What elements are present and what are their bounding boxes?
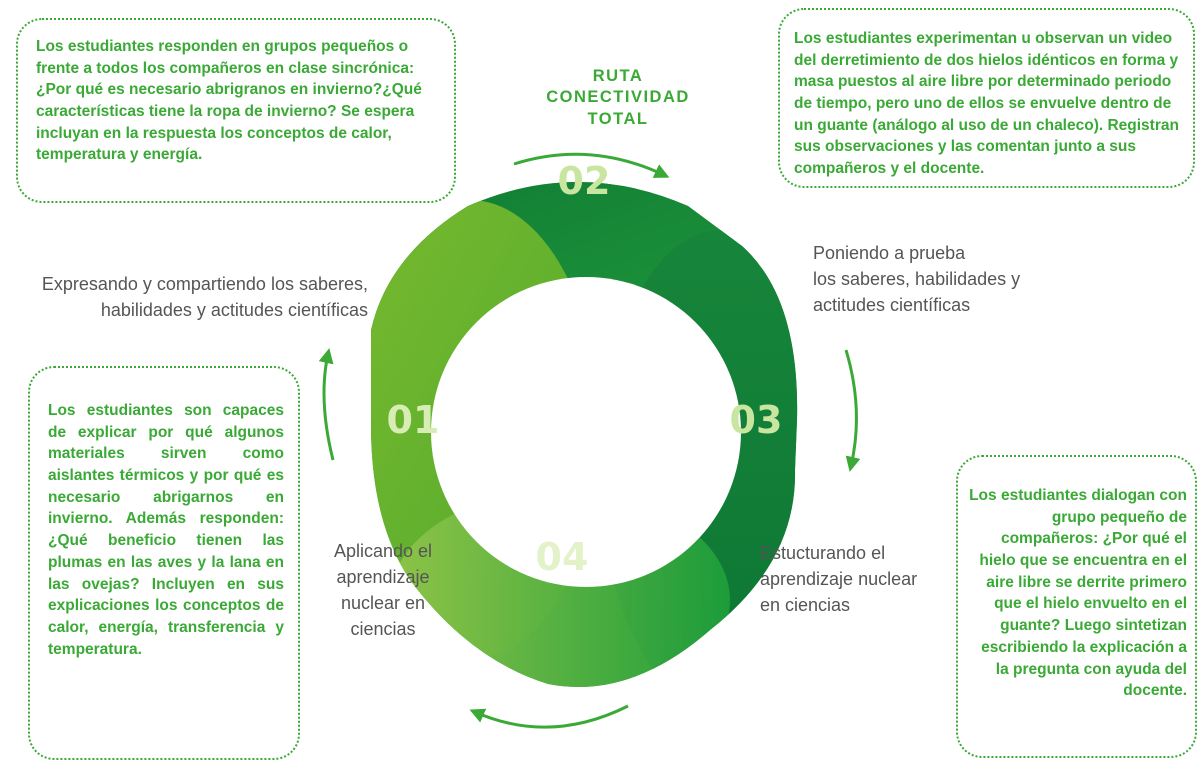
activity-box-bottom-right: Los estudiantes dialogan con grupo peque… [956, 455, 1197, 758]
stage-caption-02-line-3: actitudes científicas [813, 295, 971, 316]
center-circle [431, 277, 741, 587]
stage-caption-03-line-2: aprendizaje nuclear [760, 569, 918, 590]
activity-box-top-right: Los estudiantes experimentan u observan … [778, 8, 1195, 188]
arrow-top [513, 152, 670, 178]
stage-caption-01-line-2: habilidades y actitudes científicas [100, 300, 368, 321]
activity-text-bottom-left: Los estudiantes son capaces de explicar … [48, 402, 284, 658]
stage-caption-04-line-1: Aplicando el [333, 541, 433, 561]
stage-number-01: 01 [387, 398, 440, 442]
stage-caption-03-line-1: Estucturando el [760, 543, 886, 563]
stage-caption-01: Expresando y compartiendo los saberes, h… [8, 271, 368, 323]
activity-box-top-left: Los estudiantes responden en grupos pequ… [16, 18, 456, 203]
stage-caption-03-line-3: en ciencias [760, 595, 851, 616]
stage-number-02: 02 [558, 159, 611, 203]
route-title: RUTA CONECTIVIDAD TOTAL [528, 66, 708, 130]
stage-caption-02-line-1: Poniendo a prueba [813, 243, 966, 263]
route-title-line-2: CONECTIVIDAD [546, 88, 690, 107]
arrow-bottom [469, 704, 629, 729]
activity-text-bottom-right: Los estudiantes dialogan con grupo peque… [969, 487, 1187, 700]
stage-caption-04-line-3: nuclear en [340, 593, 426, 614]
route-title-line-3: TOTAL [587, 109, 649, 128]
stage-number-04: 04 [536, 535, 589, 579]
stage-caption-03: Estucturando el aprendizaje nuclear en c… [760, 540, 960, 618]
stage-caption-01-line-1: Expresando y compartiendo los saberes, [41, 274, 368, 294]
stage-caption-02-line-2: los saberes, habilidades y [813, 269, 1021, 290]
arrow-right [844, 349, 861, 472]
stage-caption-04-line-2: aprendizaje [336, 567, 430, 588]
stage-caption-02: Poniendo a prueba los saberes, habilidad… [813, 240, 1073, 318]
activity-box-bottom-left: Los estudiantes son capaces de explicar … [28, 366, 300, 760]
activity-text-top-right: Los estudiantes experimentan u observan … [794, 30, 1179, 178]
stage-number-03: 03 [730, 398, 783, 442]
activity-text-top-left: Los estudiantes responden en grupos pequ… [36, 38, 422, 164]
stage-caption-04: Aplicando el aprendizaje nuclear en cien… [318, 538, 448, 642]
arrow-left [318, 348, 335, 461]
stage-caption-04-line-4: ciencias [350, 619, 416, 640]
route-title-line-1: RUTA [592, 67, 644, 85]
